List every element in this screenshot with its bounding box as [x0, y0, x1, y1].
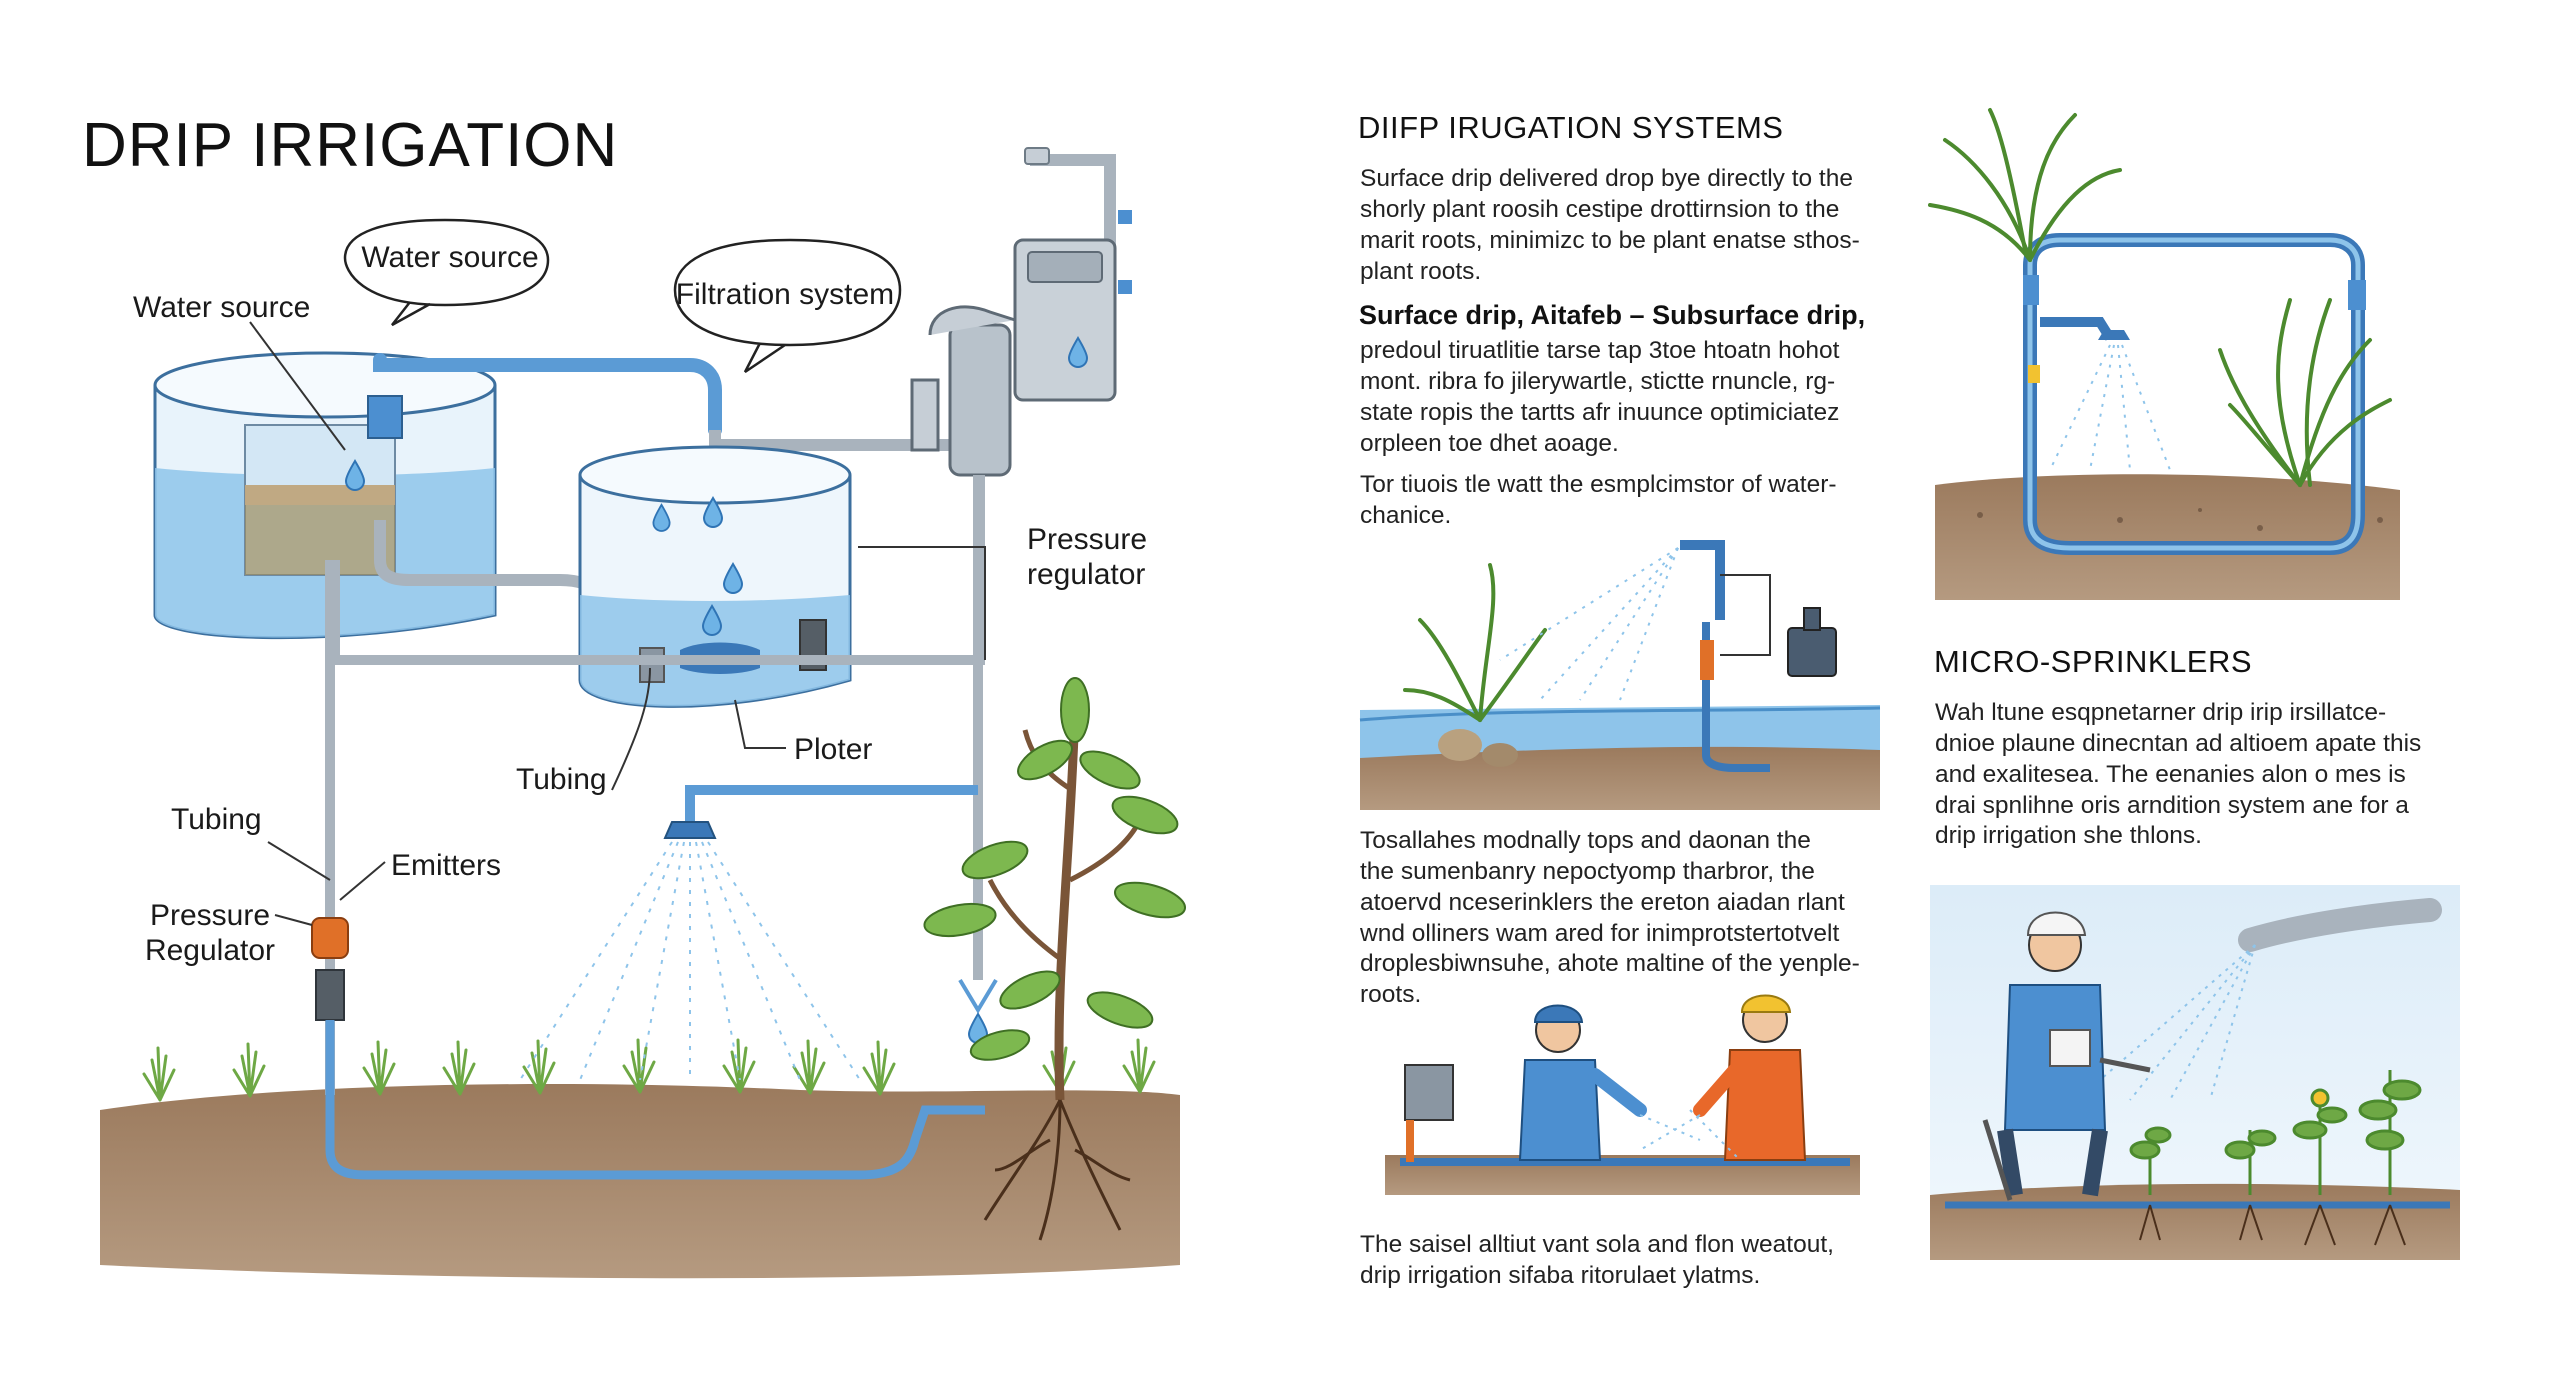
- label-ploter: Ploter: [794, 733, 873, 766]
- container-icon: [1787, 607, 1837, 677]
- paragraph-subsurface: predoul tiruatlitie tarse tap 3toe htoat…: [1360, 337, 1840, 457]
- label-tubing-left: Tubing: [171, 803, 262, 836]
- subheading-surface-subsurface: Surface drip, Aitafeb – Subsurface drip,: [1359, 300, 1866, 330]
- vignette-surface-drip: [1359, 540, 1881, 810]
- paragraph-sprinklers: Tosallahes modnally tops and daonan the …: [1360, 827, 1860, 1009]
- label-emitters: Emitters: [391, 849, 502, 882]
- pressure-regulator-icon: [311, 917, 349, 1021]
- heading-micro-sprinklers: MICRO-SPRINKLERS: [1934, 644, 2253, 679]
- left-diagram: [100, 147, 1186, 1279]
- callout-bubbles: [343, 218, 902, 374]
- vignette-micro-sprinklers: [1930, 885, 2460, 1260]
- vignette-upipe: [1928, 108, 2400, 600]
- label-pressure-regulator-right: Pressure regulator: [1027, 523, 1148, 592]
- callout-water-source: Water source: [361, 241, 539, 274]
- paragraph-water-conservation: Tor tiuois tle watt the esmplcimstor of …: [1360, 471, 1837, 529]
- callout-filtration-system: Filtration system: [675, 278, 895, 311]
- paragraph-bottom: The saisel alltiut vant sola and flon we…: [1360, 1231, 1834, 1289]
- label-pressure-regulator-left: Pressure Regulator: [144, 899, 276, 968]
- plant-icon: [923, 677, 1186, 1241]
- ground-soil: [100, 1084, 1180, 1279]
- heading-drip-systems: DIIFP IRUGATION SYSTEMS: [1358, 110, 1784, 145]
- paragraph-surface-drip: Surface drip delivered drop bye directly…: [1360, 165, 1860, 285]
- filtration-unit-icon: [910, 147, 1132, 477]
- worker-icon: [1518, 1004, 1647, 1161]
- spray: [519, 841, 861, 1081]
- worker-icon: [1693, 994, 1807, 1161]
- label-water-source: Water source: [133, 291, 311, 324]
- paragraph-micro-sprinklers: Wah ltune esqpnetarner drip irip irsilla…: [1935, 699, 2422, 850]
- vignette-workers: [1385, 994, 1860, 1195]
- filter-tank-icon: [578, 445, 852, 708]
- sprinkler-head-icon: [663, 821, 717, 839]
- leader-lines: [249, 321, 986, 926]
- worker-icon: [1982, 911, 2151, 1201]
- page-title: DRIP IRRIGATION: [82, 111, 619, 180]
- label-tubing-mid: Tubing: [516, 763, 607, 796]
- inlet-valve-icon: [367, 395, 403, 439]
